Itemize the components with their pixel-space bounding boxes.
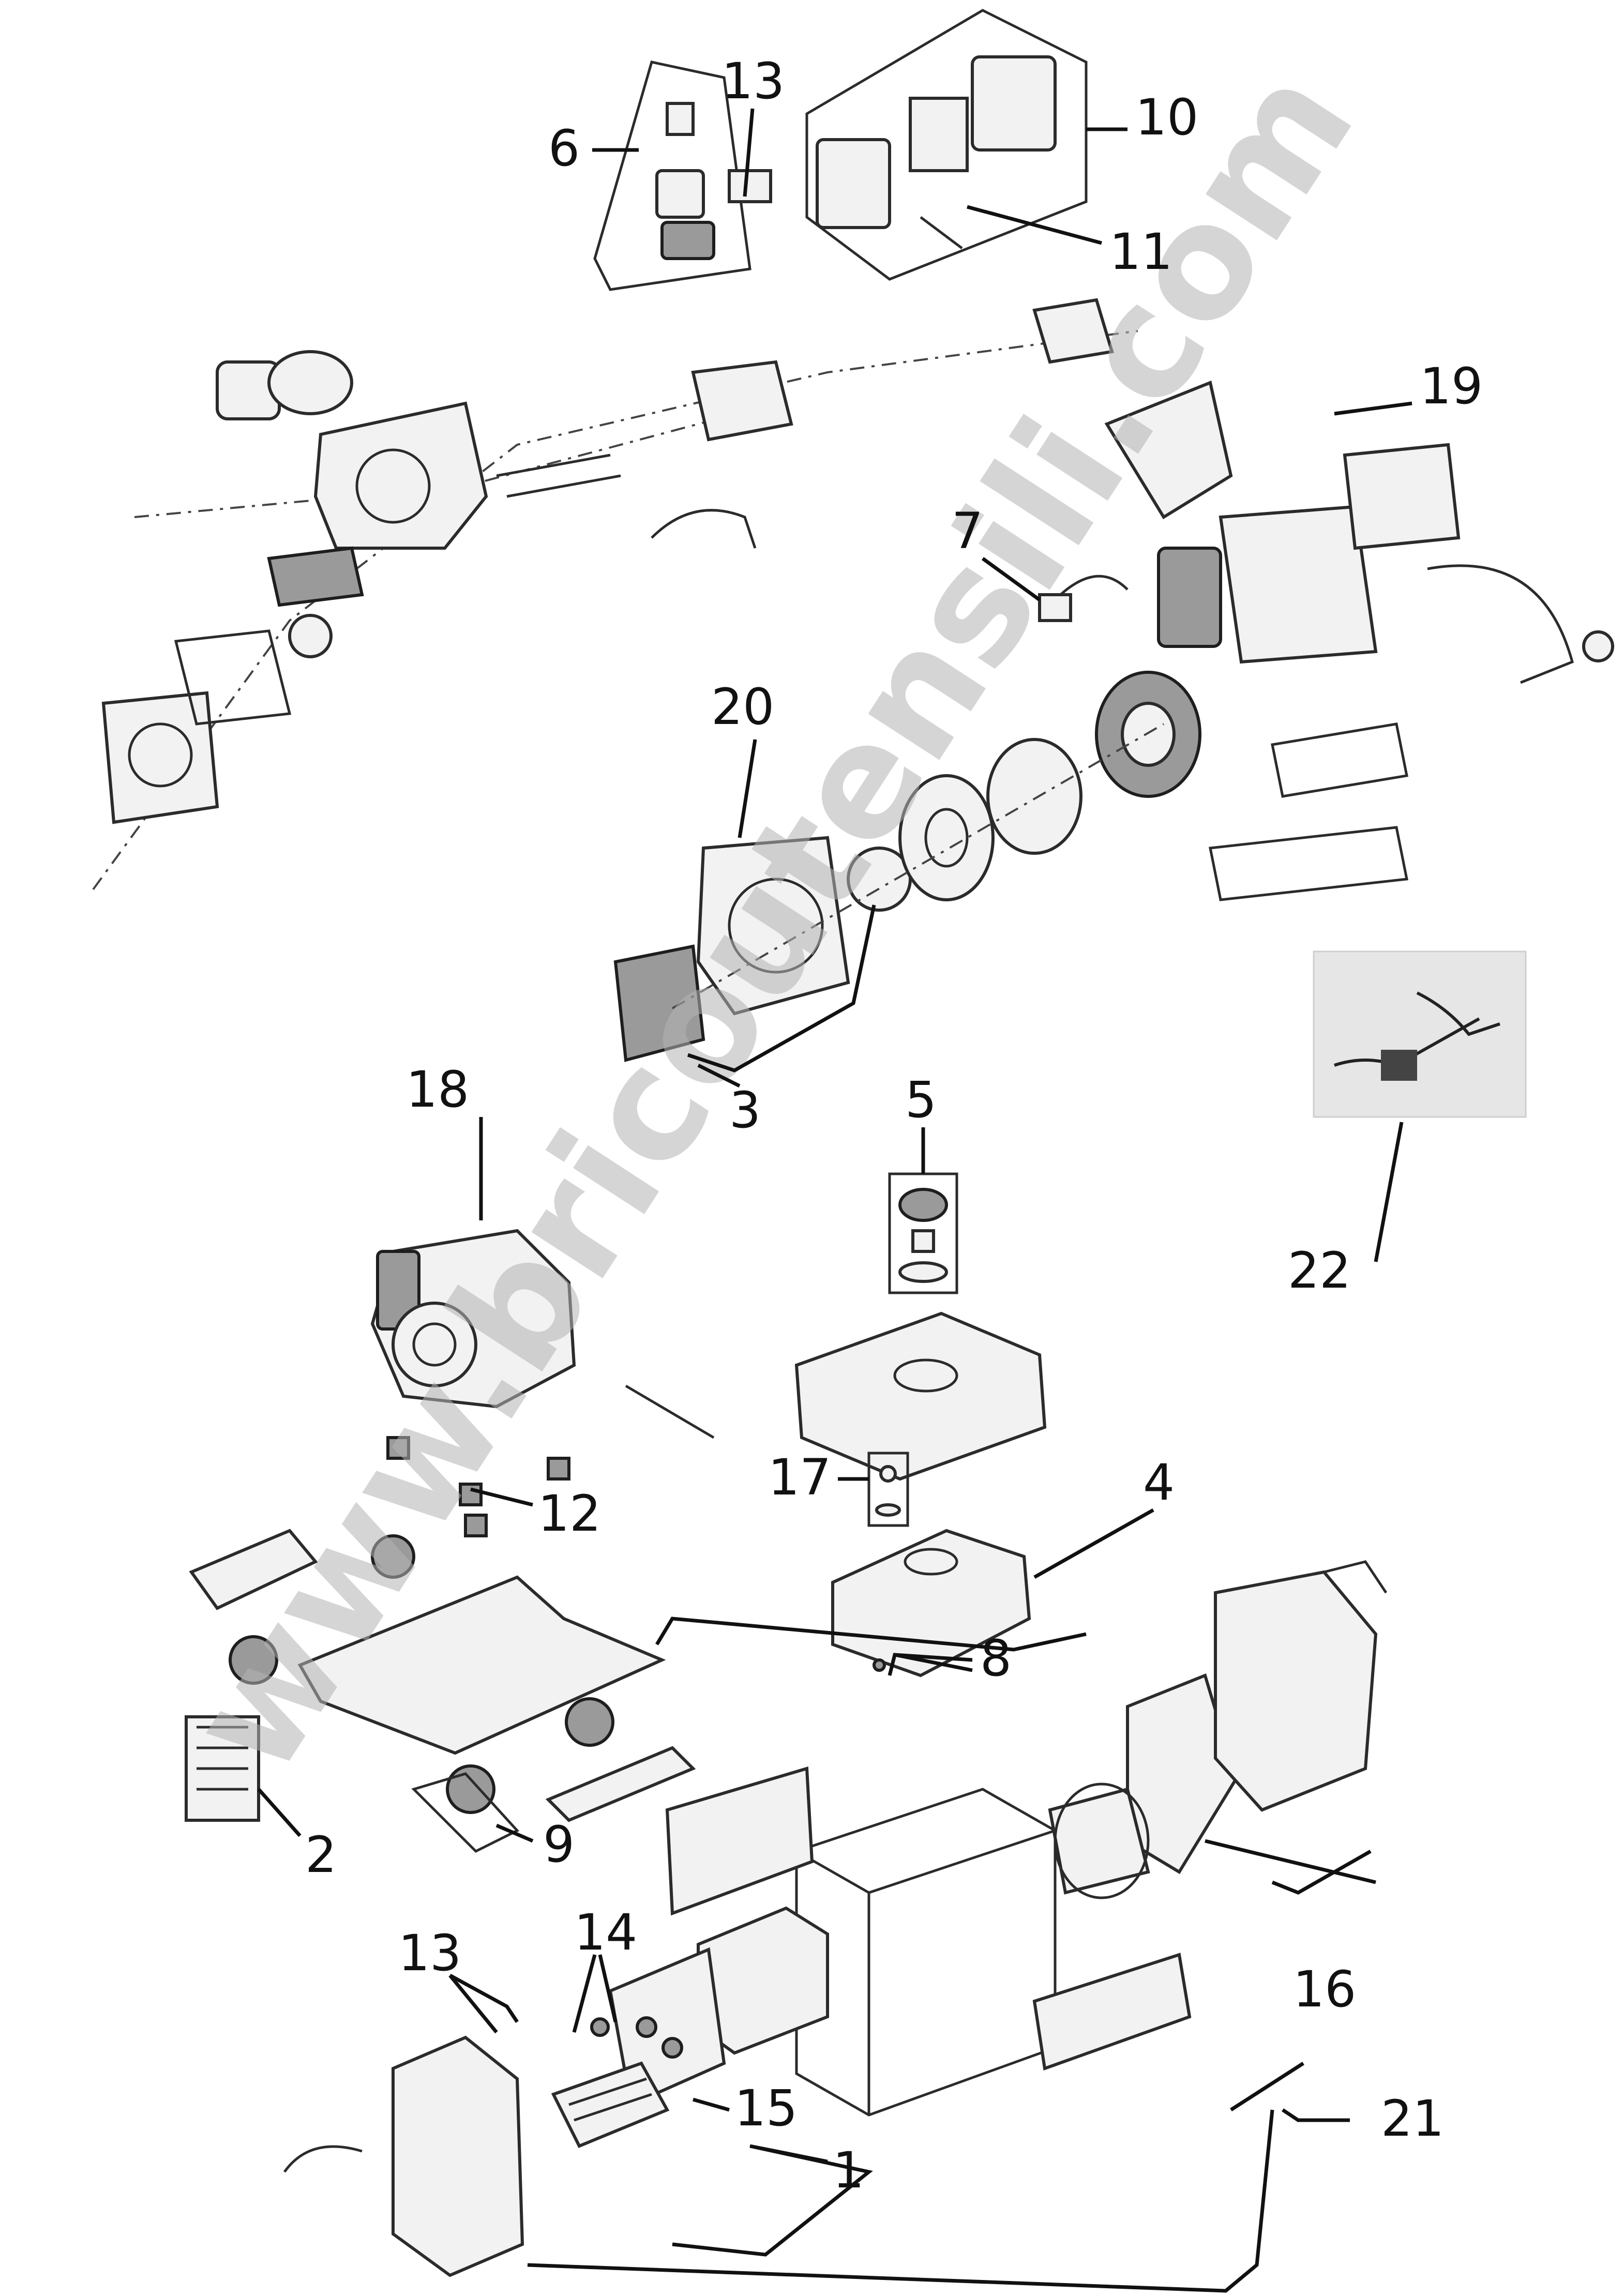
callout-12: 12 — [538, 1485, 601, 1543]
watermark: www.bricoutensili.com — [154, 37, 1389, 1804]
callout-7: 7 — [952, 502, 983, 560]
callout-19: 19 — [1420, 357, 1483, 415]
control-panel-assembly — [283, 1906, 829, 2277]
leader-lines — [257, 108, 1412, 2293]
ignition-module-photo — [1313, 950, 1527, 1118]
fuel-cap-kit — [888, 1172, 958, 1294]
callout-1: 1 — [833, 2141, 864, 2199]
callout-3: 3 — [729, 1081, 761, 1139]
callout-21: 21 — [1381, 2090, 1444, 2148]
fan-cover-assembly — [613, 671, 1201, 1062]
callout-14: 14 — [574, 1904, 637, 1961]
callout-6: 6 — [548, 119, 580, 177]
callout-8: 8 — [980, 1629, 1012, 1687]
callout-labels: 6 13 10 11 19 7 20 3 22 18 5 17 4 8 12 2… — [305, 52, 1483, 2199]
callout-16: 16 — [1293, 1960, 1356, 2018]
callout-5: 5 — [905, 1071, 937, 1129]
callout-4: 4 — [1143, 1454, 1175, 1512]
air-filter-assembly — [805, 9, 1088, 281]
complete-engine — [370, 1229, 715, 1537]
callout-9: 9 — [543, 1816, 575, 1874]
callout-13-top: 13 — [721, 52, 785, 110]
housing-frame-assembly — [665, 1560, 1388, 2117]
top-panel — [794, 1311, 1047, 1481]
callout-20: 20 — [711, 678, 774, 736]
callout-13-bottom: 13 — [398, 1924, 461, 1982]
engine-side-assembly — [1038, 380, 1614, 901]
callout-18: 18 — [406, 1061, 469, 1119]
callout-11: 11 — [1109, 223, 1172, 281]
tank-fitting-kit — [867, 1452, 909, 1527]
callout-17: 17 — [768, 1448, 831, 1506]
carburetor-assembly — [593, 61, 772, 291]
engine-exploded-assembly — [92, 298, 1138, 890]
chassis-base-assembly — [185, 1529, 696, 1853]
callout-10: 10 — [1135, 88, 1198, 146]
callout-15: 15 — [734, 2079, 798, 2137]
callout-22: 22 — [1288, 1242, 1351, 1300]
callout-2: 2 — [305, 1826, 337, 1884]
